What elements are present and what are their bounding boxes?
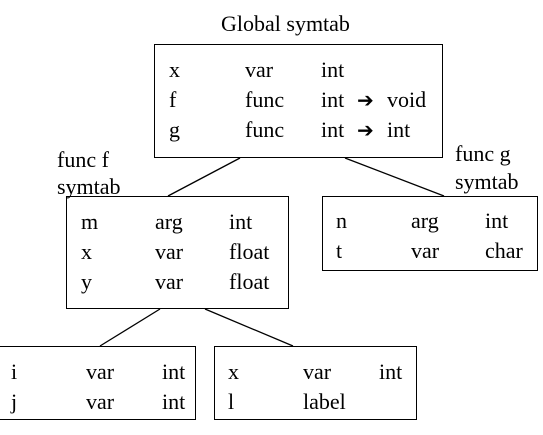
func-g-symtab-title-line2: symtab <box>455 169 519 194</box>
symbol-name: i <box>11 359 18 384</box>
global-symtab-title: Global symtab <box>221 11 350 36</box>
symbol-kind: var <box>411 238 440 263</box>
symbol-type: int <box>321 57 345 82</box>
func-f-symtab-title-line2: symtab <box>57 174 121 199</box>
func-g-symtab-title-line1: func g <box>455 141 511 166</box>
func-f-symtab-title-line1: func f <box>57 147 109 172</box>
symbol-name: x <box>169 57 180 82</box>
symbol-kind: func <box>245 87 285 112</box>
edge-global-to-g <box>344 157 445 197</box>
table-row: n arg int <box>323 206 537 236</box>
symbol-type: int <box>379 359 403 384</box>
symbol-kind: var <box>303 359 332 384</box>
symbol-name: x <box>228 359 239 384</box>
table-row: l label <box>215 387 416 417</box>
symbol-type: int <box>321 87 345 112</box>
symbol-name: x <box>81 239 92 264</box>
symbol-type: float <box>229 239 270 264</box>
table-row: m arg int <box>67 207 288 237</box>
symbol-kind: label <box>303 389 346 414</box>
symbol-type: int <box>162 389 186 414</box>
global-symtab-table: x var int f func int ➔ void g func int ➔… <box>154 44 443 158</box>
symbol-name: n <box>336 208 347 233</box>
edge-f-to-block1 <box>99 308 161 347</box>
arrow-icon: ➔ <box>357 118 374 142</box>
table-row: t var char <box>323 236 537 266</box>
edge-f-to-block2 <box>204 308 294 347</box>
table-row: y var float <box>67 267 288 297</box>
symbol-kind: var <box>86 359 115 384</box>
symbol-type: char <box>485 238 523 263</box>
symbol-kind: var <box>155 269 184 294</box>
arrow-icon: ➔ <box>357 88 374 112</box>
symbol-type: int <box>229 209 253 234</box>
block-symtab-1: i var int j var int <box>0 346 196 420</box>
symbol-name: m <box>81 209 99 234</box>
table-row: j var int <box>0 387 195 417</box>
symbol-name: f <box>169 87 177 112</box>
symbol-kind: var <box>86 389 115 414</box>
func-f-symtab-table: m arg int x var float y var float <box>66 196 289 309</box>
symbol-type: float <box>229 269 270 294</box>
symbol-kind: arg <box>411 208 439 233</box>
table-row: i var int <box>0 357 195 387</box>
table-row: f func int ➔ void <box>155 85 442 115</box>
symbol-name: l <box>228 389 235 414</box>
symbol-name: t <box>336 238 343 263</box>
symbol-kind: func <box>245 117 285 142</box>
table-row: x var float <box>67 237 288 267</box>
symbol-kind: arg <box>155 209 183 234</box>
table-row: g func int ➔ int <box>155 115 442 145</box>
symbol-name: y <box>81 269 92 294</box>
symbol-type: int <box>162 359 186 384</box>
table-row: x var int <box>155 55 442 85</box>
symbol-type: int <box>321 117 345 142</box>
block-symtab-2: x var int l label <box>214 346 417 420</box>
func-g-symtab-table: n arg int t var char <box>322 196 538 271</box>
symbol-kind: var <box>155 239 184 264</box>
table-row: x var int <box>215 357 416 387</box>
return-type: int <box>387 117 411 142</box>
symbol-kind: var <box>245 57 274 82</box>
symbol-type: int <box>485 208 509 233</box>
return-type: void <box>387 87 427 112</box>
symbol-name: j <box>11 389 18 414</box>
symbol-name: g <box>169 117 180 142</box>
edge-global-to-f <box>167 157 241 197</box>
